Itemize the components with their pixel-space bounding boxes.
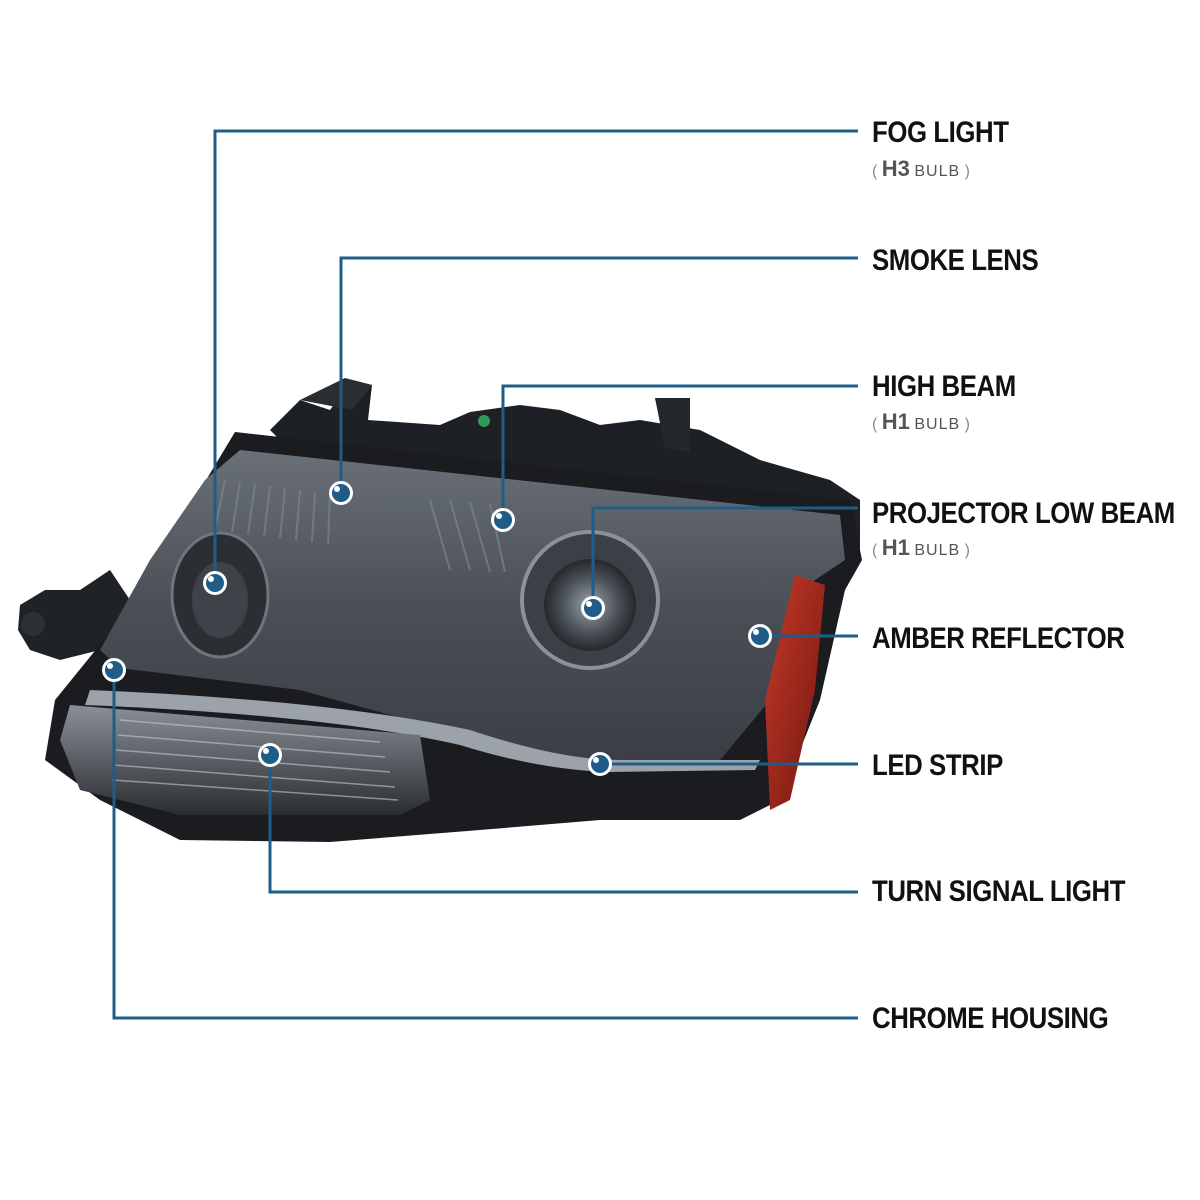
leader-projector-low-beam <box>591 506 858 608</box>
bulb-word-high-beam: BULB <box>914 416 961 433</box>
sublabel-projector-low-beam: ( H1 BULB ) <box>872 537 970 562</box>
leader-high-beam <box>501 384 858 520</box>
callout-dots <box>102 481 772 776</box>
led-strip-shape <box>85 690 760 772</box>
leader-chrome-housing <box>112 670 858 1020</box>
leader-smoke-lens <box>339 256 858 493</box>
bulb-type-fog-light: H3 <box>881 156 910 181</box>
label-turn-signal-light: TURN SIGNAL LIGHT <box>872 875 1126 908</box>
label-led-strip: LED STRIP <box>872 749 1003 782</box>
paren-open: ( <box>872 416 878 433</box>
dot-chrome-housing <box>102 658 126 682</box>
dot-turn-signal <box>258 743 282 767</box>
leader-fog-light <box>213 129 858 583</box>
paren-close: ) <box>964 163 970 180</box>
turn-signal-ribs <box>111 719 399 801</box>
label-fog-light: FOG LIGHT <box>872 116 1009 149</box>
leader-lines <box>112 129 858 1020</box>
label-projector-low-beam: PROJECTOR LOW BEAM <box>872 497 1175 530</box>
dot-led-strip <box>588 752 612 776</box>
dot-fog-light <box>203 571 227 595</box>
paren-open: ( <box>872 542 878 559</box>
paren-close: ) <box>964 416 970 433</box>
dot-smoke-lens <box>329 481 353 505</box>
sublabel-fog-light: ( H3 BULB ) <box>872 158 970 183</box>
paren-open: ( <box>872 163 878 180</box>
bulb-word-fog-light: BULB <box>914 163 961 180</box>
amber-reflector-shape <box>765 575 825 810</box>
label-high-beam: HIGH BEAM <box>872 370 1016 403</box>
bulb-type-high-beam: H1 <box>881 409 910 434</box>
dot-projector-low-beam <box>581 596 605 620</box>
bulb-word-projector-low-beam: BULB <box>914 542 961 559</box>
label-amber-reflector: AMBER REFLECTOR <box>872 622 1125 655</box>
bulb-type-projector-low-beam: H1 <box>881 535 910 560</box>
sublabel-high-beam: ( H1 BULB ) <box>872 411 970 436</box>
label-chrome-housing: CHROME HOUSING <box>872 1002 1109 1035</box>
leader-turn-signal <box>268 755 858 894</box>
dot-high-beam <box>491 508 515 532</box>
dot-amber-reflector <box>748 624 772 648</box>
label-smoke-lens: SMOKE LENS <box>872 244 1039 277</box>
paren-close: ) <box>964 542 970 559</box>
smoke-lens-shape <box>100 450 845 770</box>
